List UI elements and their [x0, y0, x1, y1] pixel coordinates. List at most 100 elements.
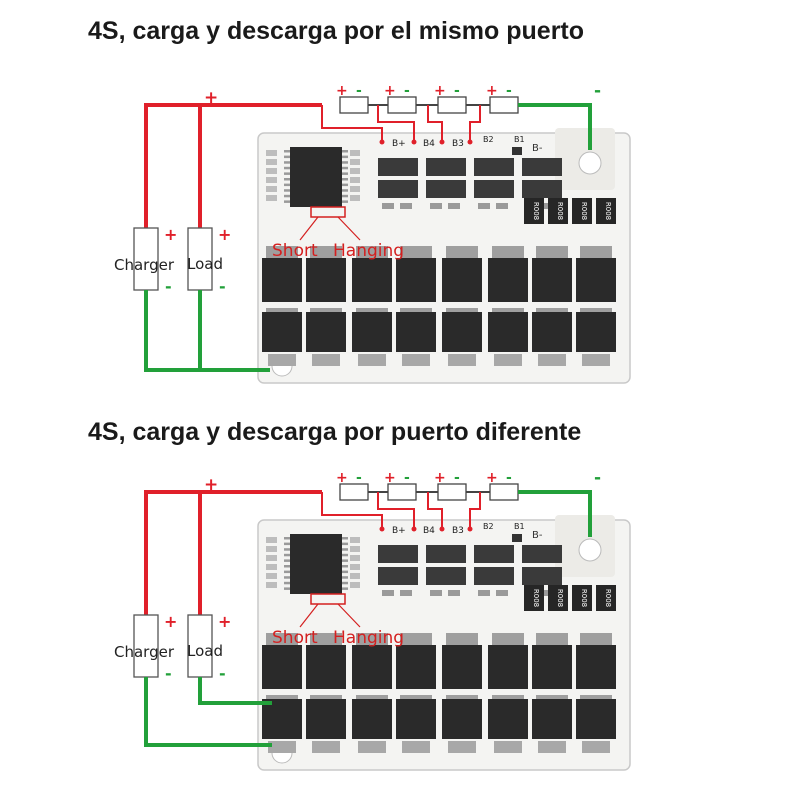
mosfet-leads	[402, 741, 430, 753]
ic-pin	[342, 587, 348, 590]
mosfet-leads	[402, 354, 430, 366]
label-hanging: Hanging	[333, 241, 404, 261]
charger-label: Charger	[114, 643, 175, 661]
smd-component	[496, 203, 508, 209]
mosfet-leads	[538, 354, 566, 366]
ic-pin	[284, 548, 290, 551]
mosfet-lower	[532, 312, 572, 352]
ic-pin	[342, 166, 348, 170]
sense-resistor-code: R008	[532, 202, 540, 220]
mosfet-upper	[262, 258, 302, 302]
balance-resistor	[474, 180, 514, 198]
mosfet-lower	[352, 699, 392, 739]
ic-pin	[284, 576, 290, 579]
mosfet-lower	[262, 312, 302, 352]
cell-plus-sign: +	[486, 470, 498, 486]
mosfet-leads	[358, 354, 386, 366]
load-negative-wire	[198, 677, 272, 705]
label-short: Short	[272, 628, 318, 648]
mosfet-upper	[262, 645, 302, 689]
cell-minus-sign: -	[506, 470, 512, 486]
sense-resistor	[596, 585, 616, 611]
smd-component	[448, 590, 460, 596]
mosfet-tab	[446, 633, 478, 647]
load-minus: -	[219, 664, 226, 683]
balance-tap-dot	[467, 526, 473, 532]
ic-pin	[284, 166, 290, 170]
cell-minus-sign: -	[506, 83, 512, 99]
mosfet-leads	[268, 741, 296, 753]
mosfet-lower	[396, 312, 436, 352]
mosfet-leads	[312, 741, 340, 753]
sense-resistor	[596, 198, 616, 224]
balance-resistor	[474, 158, 514, 176]
rail-minus-sign: -	[594, 468, 601, 488]
ic-pin	[284, 581, 290, 585]
pad-label-b1: B1	[514, 522, 525, 531]
ic-pin	[342, 576, 348, 579]
load-plus: +	[218, 225, 231, 244]
mosfet-lower	[442, 699, 482, 739]
balance-tap-wire	[427, 492, 443, 527]
smd-component	[512, 147, 522, 155]
balance-tap-wire	[377, 492, 415, 527]
label-short: Short	[272, 241, 318, 261]
smd-component	[448, 203, 460, 209]
cell-minus-sign: -	[454, 83, 460, 99]
smd-component	[266, 564, 277, 570]
smd-component	[266, 537, 277, 543]
mosfet-lower	[488, 699, 528, 739]
mosfet-lower	[306, 312, 346, 352]
smd-component	[400, 203, 412, 209]
hanging-pointer	[337, 216, 361, 241]
balance-tap-wire	[469, 492, 481, 527]
balance-resistor	[426, 567, 466, 585]
mosfet-leads	[582, 741, 610, 753]
mosfet-upper	[352, 258, 392, 302]
section-2-title: 4S, carga y descarga por puerto diferent…	[88, 418, 582, 446]
ic-pin	[284, 178, 290, 181]
balance-resistor	[522, 567, 562, 585]
smd-component	[266, 159, 277, 165]
load-label: Load	[187, 642, 223, 660]
smd-component	[266, 582, 277, 588]
mosfet-tab	[310, 246, 342, 260]
ic-pin	[342, 548, 348, 551]
pad-label-b2: B2	[483, 522, 494, 531]
rail-minus-sign: -	[594, 81, 601, 101]
smd-component	[350, 195, 360, 201]
mosfet-tab	[536, 246, 568, 260]
mosfet-upper	[576, 645, 616, 689]
ic-pin	[284, 587, 290, 590]
ic-pin	[342, 183, 348, 187]
balance-tap-dot	[411, 139, 417, 145]
mosfet-tab	[400, 246, 432, 260]
cell-plus-sign: +	[434, 83, 446, 99]
mosfet-leads	[538, 741, 566, 753]
mosfet-upper	[532, 645, 572, 689]
pad-label-b-plus: B+	[392, 526, 406, 536]
smd-component	[266, 177, 277, 183]
cell-minus-sign: -	[454, 470, 460, 486]
mosfet-leads	[448, 354, 476, 366]
charger-minus: -	[165, 277, 172, 296]
balance-tap-dot	[411, 526, 417, 532]
load-minus: -	[219, 277, 226, 296]
ic-pin	[342, 161, 348, 164]
ic-pin	[284, 570, 290, 574]
hanging-pointer	[337, 603, 361, 628]
short-pointer	[299, 603, 319, 628]
mosfet-lower	[352, 312, 392, 352]
smd-component	[350, 573, 360, 579]
smd-component	[350, 582, 360, 588]
mounting-hole	[578, 151, 602, 175]
balance-resistor	[378, 567, 418, 585]
balance-tap-wire	[321, 492, 383, 527]
sense-resistor-code: R008	[580, 589, 588, 607]
battery-cell	[387, 96, 417, 114]
balance-resistor	[474, 545, 514, 563]
pad-label-b2: B2	[483, 135, 494, 144]
ic-pin	[284, 194, 290, 198]
ic-pin	[284, 150, 290, 153]
ic-pin	[342, 172, 348, 175]
